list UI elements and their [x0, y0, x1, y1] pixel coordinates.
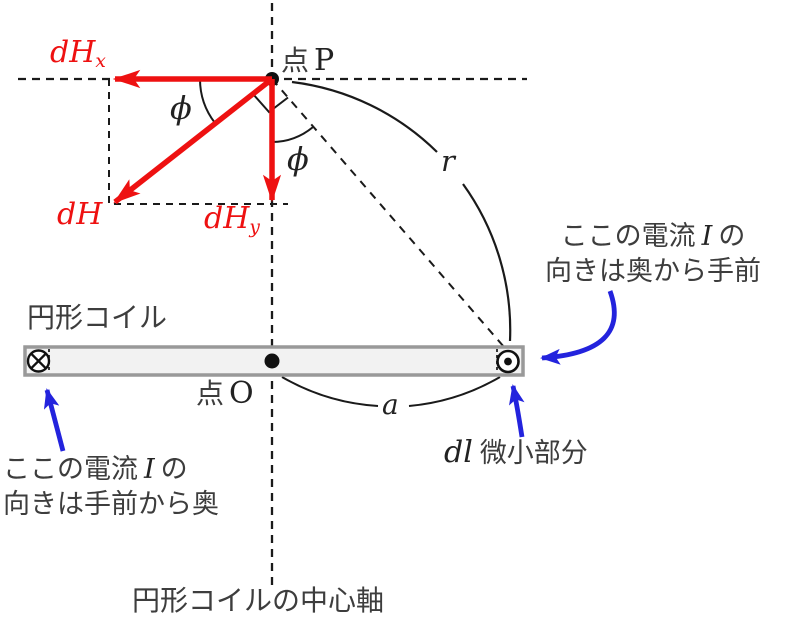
a-arc-right-segment: [408, 376, 501, 407]
current-note-top-right-line2: 向きは奥から手前: [545, 256, 761, 286]
note-tr-prefix: ここの電流: [560, 221, 696, 251]
r-arc-lower-segment: [462, 183, 512, 342]
vector-decomposition-dashed-box: [108, 79, 288, 205]
a-arc-left-segment: [281, 376, 379, 407]
a-radius-label: a: [382, 388, 399, 421]
phi-label-upper: ϕ: [170, 89, 192, 127]
phi-label-lower: ϕ: [287, 140, 309, 178]
point-p-letter: P: [314, 43, 335, 78]
center-axis-label: 円形コイルの中心軸: [132, 585, 385, 616]
r-dashed-line: [271, 78, 505, 348]
point-o-letter: O: [229, 376, 254, 411]
blue-arrow-to-out-of-page-symbol: [540, 290, 617, 365]
note-bl-prefix: ここの電流: [3, 454, 138, 484]
current-symbol-bl: I: [144, 454, 155, 485]
dl-symbol: dl: [444, 435, 473, 470]
r-arc-upper-segment: [291, 80, 438, 153]
current-symbol-tr: I: [701, 221, 713, 252]
blue-arrow-to-into-page-symbol: [43, 388, 66, 452]
dHx-vector-label: dHx: [50, 37, 106, 72]
dHy-vector-label: dHy: [204, 203, 260, 238]
point-p-kanji: 点: [281, 45, 310, 76]
dH-vector-label: dH: [57, 197, 103, 232]
dHy-base: dH: [204, 201, 250, 236]
current-out-of-page-icon: [496, 349, 520, 374]
current-into-page-icon: [26, 349, 51, 373]
coil-label: 円形コイル: [27, 302, 168, 333]
r-distance-label: r: [441, 144, 455, 178]
point-o-kanji: 点: [196, 378, 225, 409]
note-tr-suffix: の: [718, 221, 746, 251]
phi-arc-lower: [271, 126, 314, 144]
phi-arc-upper: [199, 78, 216, 124]
note-bl-suffix: の: [160, 454, 188, 484]
dHx-subscript: x: [95, 51, 106, 73]
dHx-base: dH: [50, 35, 96, 70]
dHy-subscript: y: [249, 217, 260, 239]
right-angle-mark: [252, 93, 289, 114]
current-note-bottom-left-line2: 向きは手前から奥: [3, 489, 219, 519]
dH-vector-arrow: [113, 76, 274, 205]
point-o-dot: [264, 353, 280, 369]
blue-arrow-to-dl-element: [509, 384, 525, 438]
dl-text: 微小部分: [479, 438, 588, 468]
